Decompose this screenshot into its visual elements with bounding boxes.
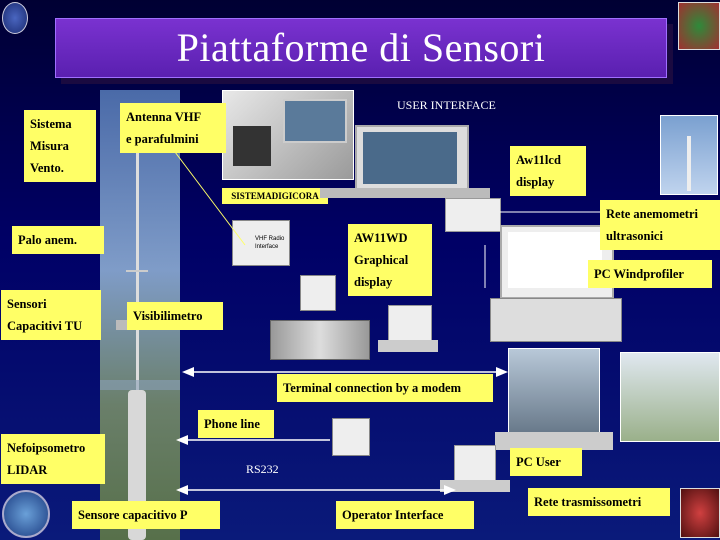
phone-line-label: Phone line — [198, 410, 274, 438]
title-banner: Piattaforme di Sensori — [55, 18, 667, 78]
computer-icon — [320, 188, 490, 198]
rs232-text: RS232 — [246, 462, 279, 476]
server-rack-icon — [270, 320, 370, 360]
vhf-radio-text: VHF Radio Interface — [255, 236, 285, 250]
computer-icon — [355, 125, 469, 194]
computer-icon — [495, 432, 613, 450]
computer-icon — [440, 480, 510, 492]
pc-user-label: PC User — [510, 448, 582, 476]
radio-icon: VHF Radio Interface — [232, 220, 290, 266]
user-interface-text: USER INTERFACE — [397, 98, 496, 112]
logo-icon — [2, 490, 50, 538]
sensore-capacitivo-label: Sensore capacitivo P — [72, 501, 220, 529]
computer-icon — [454, 445, 496, 481]
palo-anem-label: Palo anem. — [12, 226, 104, 254]
logo-icon — [2, 2, 28, 34]
computer-icon — [490, 298, 622, 342]
telephone-icon — [300, 275, 336, 311]
terminal-connection-label: Terminal connection by a modem — [277, 374, 493, 402]
telephone-icon — [332, 418, 370, 456]
rete-trasmissometri-label: Rete trasmissometri — [528, 488, 670, 516]
logo-icon — [678, 2, 720, 50]
anemometer-icon — [660, 115, 718, 195]
computer-icon — [445, 198, 501, 232]
digicora-photo — [222, 90, 354, 180]
terminal-photo — [508, 348, 600, 436]
pc-windprofiler-label: PC Windprofiler — [588, 260, 712, 288]
computer-icon — [378, 340, 438, 352]
visibilimetro-label: Visibilimetro — [127, 302, 223, 330]
page-title: Piattaforme di Sensori — [176, 25, 546, 70]
transmissometer-photo — [620, 352, 720, 442]
sistemadigicora-text: SISTEMADIGICORA — [222, 188, 328, 204]
operator-interface-label: Operator Interface — [336, 501, 474, 529]
